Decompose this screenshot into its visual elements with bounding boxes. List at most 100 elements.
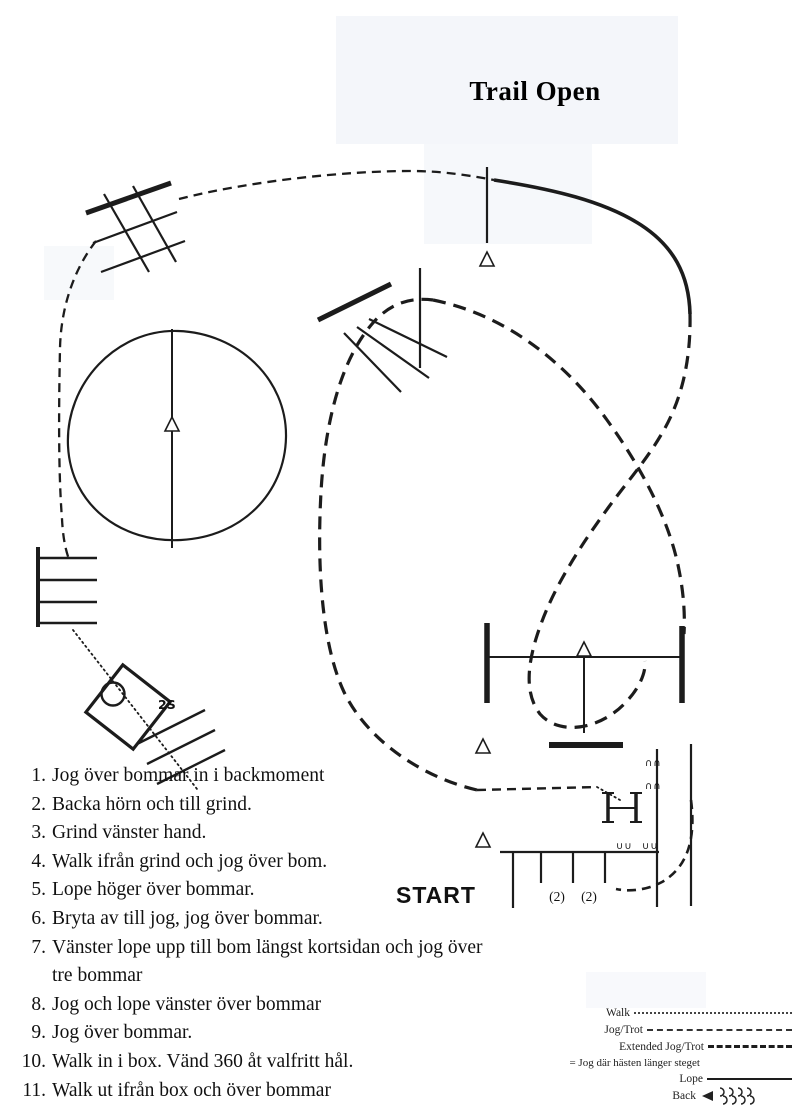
instruction-text: Walk ifrån grind och jog över bom. <box>52 850 328 872</box>
instruction-text: Jog och lope vänster över bommar <box>52 993 322 1015</box>
path-walk-through-box <box>72 629 198 790</box>
pole-line <box>368 318 448 358</box>
page-title: Trail Open <box>469 76 601 106</box>
cone-marker <box>575 640 593 657</box>
path-jog-bottom-right <box>615 799 694 892</box>
legend-row-jog: Jog/Trot <box>578 1021 792 1038</box>
box-label: 2S <box>158 697 176 712</box>
path-walk-to-backobstacle <box>596 786 621 801</box>
pole-line <box>85 180 172 216</box>
cone-markers <box>474 737 492 848</box>
cone-marker <box>478 250 496 267</box>
walk-line-sample <box>634 1011 792 1014</box>
legend-label-lope: Lope <box>679 1072 703 1085</box>
instruction-item: 3. Grind vänster hand. <box>18 819 578 848</box>
legend-label-extended-jog: Extended Jog/Trot <box>619 1040 704 1053</box>
legend-row-extended-note: = Jog där hästen länger steget <box>569 1055 792 1070</box>
cone-marker <box>474 831 492 848</box>
course-paths <box>57 169 694 892</box>
instruction-number: 1. <box>31 765 46 786</box>
instruction-text: Walk in i box. Vänd 360 åt valfritt hål. <box>52 1050 354 1072</box>
obstacle-square-pen <box>484 623 685 748</box>
instruction-item: 10. Walk in i box. Vänd 360 åt valfritt … <box>18 1048 578 1077</box>
instruction-number: 5. <box>31 879 46 901</box>
cone-marker <box>474 737 492 754</box>
obstacle-lope-circle <box>66 329 288 548</box>
legend-row-walk: Walk <box>578 1004 792 1021</box>
obstacle-box-360: 2S <box>83 662 226 786</box>
instruction-item: 8. Jog och lope vänster över bommar <box>18 991 578 1020</box>
instruction-number: 7. <box>31 936 46 958</box>
extended-jog-line-sample <box>708 1045 792 1048</box>
instruction-item: 9. Jog över bommar. <box>18 1019 578 1048</box>
instruction-number: 3. <box>31 822 46 844</box>
pole-line <box>156 748 226 786</box>
legend-label-jog: Jog/Trot <box>604 1023 643 1036</box>
instruction-item: 1. Jog över bommar in i backmoment <box>18 762 578 791</box>
instruction-item: 6. Bryta av till jog, jog över bommar. <box>18 905 578 934</box>
pole-count-label: (2) <box>549 889 565 904</box>
pole-line <box>103 193 150 273</box>
box-outline <box>83 662 173 752</box>
instruction-number: 8. <box>31 993 46 1015</box>
gate-loop-marks: ∪∪ <box>616 841 633 852</box>
instruction-text: Lope höger över bommar. <box>52 879 255 901</box>
instruction-number: 4. <box>31 850 46 872</box>
gate-loop-marks: ∩∩ <box>645 758 662 769</box>
legend-label-back: Back <box>672 1089 696 1102</box>
instruction-item: 5. Lope höger över bommar. <box>18 876 578 905</box>
scan-artifact <box>586 972 706 1008</box>
scan-artifact <box>44 246 114 300</box>
instruction-number: 2. <box>31 793 46 815</box>
obstacle-side-poles <box>36 547 97 627</box>
instruction-item: 4. Walk ifrån grind och jog över bom. <box>18 848 578 877</box>
instruction-text: Vänster lope upp till bom längst kortsid… <box>52 936 483 987</box>
obstacle-back-corner-poles <box>85 180 186 274</box>
pole-count-label: (2) <box>581 889 597 904</box>
jog-line-sample <box>647 1028 792 1031</box>
obstacle-start-poles: (2) (2) <box>500 850 659 908</box>
obstacle-gate: ∩∩ ∩∩ ∪∪ ∪∪ <box>602 744 693 906</box>
pole-line <box>146 728 216 766</box>
back-arrow-icon <box>702 1086 755 1105</box>
circle-outline <box>66 329 288 542</box>
path-extended-jog-big-loop <box>318 297 478 792</box>
pole-line <box>136 708 206 746</box>
pole-line <box>100 239 186 274</box>
legend-row-back: Back <box>578 1086 792 1105</box>
path-extended-jog-cross <box>432 298 686 635</box>
box-rect <box>83 662 173 752</box>
pole-line <box>343 332 402 393</box>
back-step-marks <box>719 1086 755 1105</box>
back-arrow-head <box>702 1090 713 1101</box>
pole-line <box>316 281 393 323</box>
gate-loop-marks: ∪∪ <box>642 841 659 852</box>
start-label: START <box>396 882 476 908</box>
path-extended-jog-right-down <box>527 313 692 729</box>
instruction-text: Jog över bommar in i backmoment <box>52 765 325 786</box>
instruction-item: 11. Walk ut ifrån box och över bommar <box>18 1077 578 1106</box>
instruction-text: Bryta av till jog, jog över bommar. <box>52 907 323 929</box>
instruction-number: 6. <box>31 907 46 929</box>
instruction-item: 2. Backa hörn och till grind. <box>18 791 578 820</box>
path-jog-left-side <box>57 240 97 563</box>
instruction-number: 10. <box>21 1050 46 1072</box>
instruction-text: Backa hörn och till grind. <box>52 793 252 815</box>
path-jog-bottom <box>476 785 598 792</box>
instruction-text: Walk ut ifrån box och över bommar <box>52 1079 331 1101</box>
pole-line <box>92 210 178 245</box>
instruction-item: 7. Vänster lope upp till bom längst kort… <box>18 934 578 991</box>
scan-artifact <box>336 16 678 144</box>
instruction-number: 11. <box>22 1079 46 1101</box>
legend-label-walk: Walk <box>606 1006 630 1019</box>
legend-row-extended-jog: Extended Jog/Trot <box>578 1038 792 1055</box>
pole-line <box>356 326 430 379</box>
box-circle <box>100 681 126 707</box>
lope-line-sample <box>707 1077 792 1080</box>
instruction-text: Grind vänster hand. <box>52 822 207 844</box>
cone-marker <box>163 415 181 432</box>
legend-extended-note: = Jog där hästen länger steget <box>569 1056 700 1069</box>
obstacle-top-pole <box>478 167 496 267</box>
